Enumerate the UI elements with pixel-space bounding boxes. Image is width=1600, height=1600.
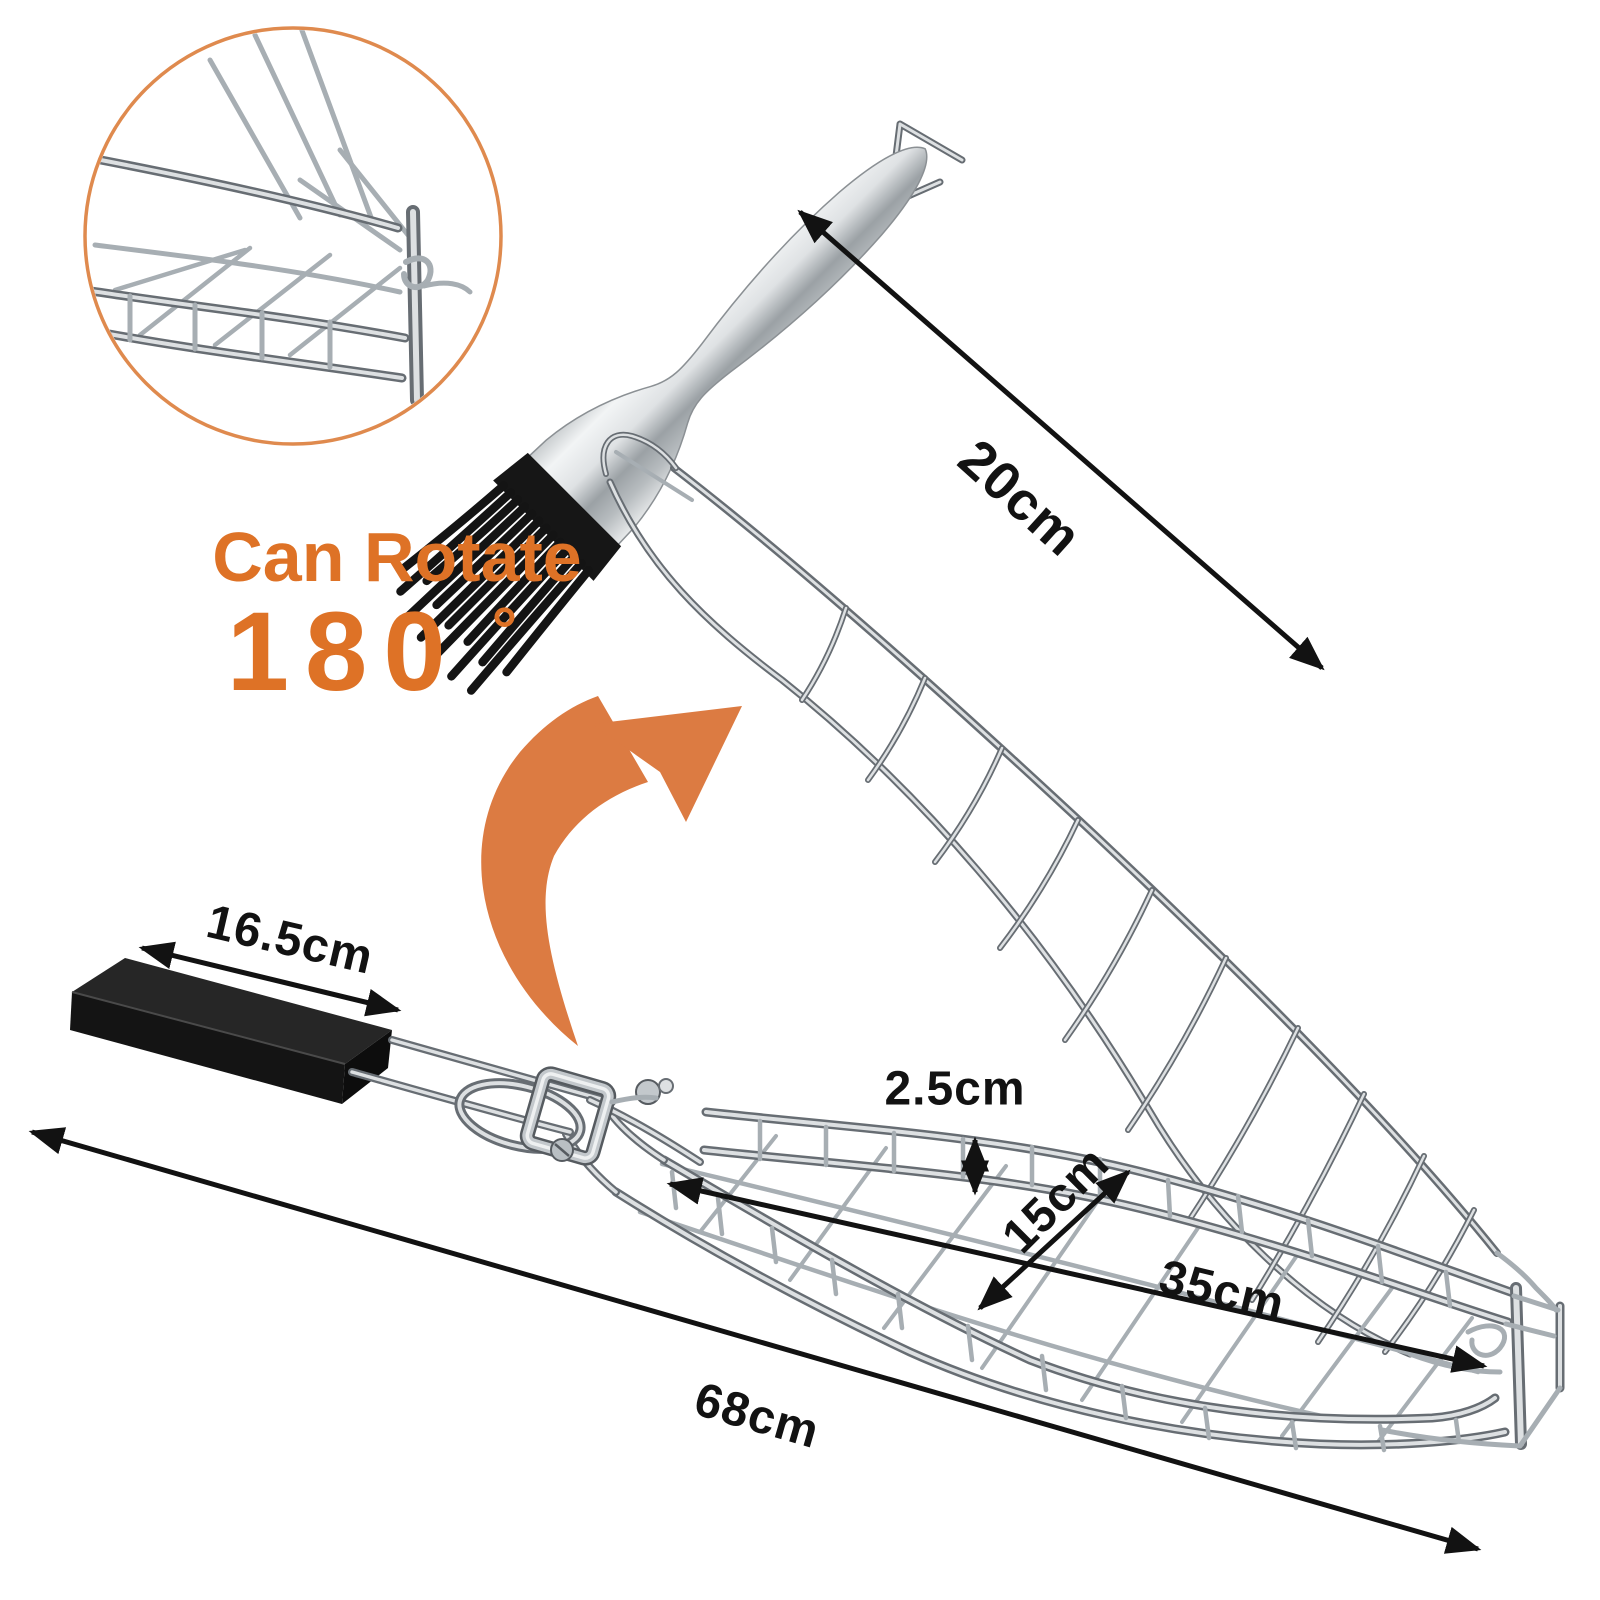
magnifier-inset [83,26,503,446]
dimension-arrows [28,209,1488,1554]
inset-detail-wires [87,30,473,407]
dimension-arrow-handle-length [138,941,402,1017]
basket-handle [70,958,700,1162]
brush-collar [493,452,622,581]
label-rim-depth: 2.5cm [884,1062,1026,1116]
rotate-callout-title: Can Rotate [212,518,582,596]
dimension-arrow-overall-length [28,1127,1482,1554]
rotate-angle-value: 180 [226,589,462,714]
inset-ring [83,26,503,446]
degree-symbol: ° [491,594,518,666]
dimension-arrow-brush-length [797,209,1325,671]
brush-bristles [396,481,593,695]
brush-handle [523,146,928,551]
rotate-arrow-icon [481,696,742,1046]
rotate-callout-angle: 180 ° [227,596,517,708]
